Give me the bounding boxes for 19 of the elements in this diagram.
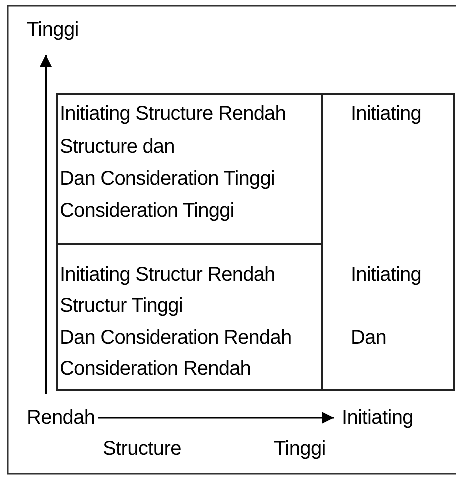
cell-text: Initiating Structur Rendah bbox=[60, 265, 276, 285]
axis-label: Initiating bbox=[342, 408, 414, 428]
cell-text: Dan bbox=[351, 328, 386, 348]
cell-text: Consideration Tinggi bbox=[60, 201, 234, 221]
quadrant-cell bbox=[56, 93, 323, 245]
cell-text: Consideration Rendah bbox=[60, 359, 252, 379]
cell-text: Structure dan bbox=[60, 137, 175, 157]
cell-text: Initiating bbox=[351, 104, 422, 124]
quadrant-cell bbox=[321, 93, 455, 391]
cell-text: Initiating Structure Rendah bbox=[60, 104, 286, 124]
cell-text: Structur Tinggi bbox=[60, 296, 183, 316]
cell-text: Dan Consideration Rendah bbox=[60, 328, 292, 348]
axis-label: Structure bbox=[103, 439, 182, 459]
cell-text: Dan Consideration Tinggi bbox=[60, 169, 275, 189]
quadrant-cell bbox=[56, 243, 323, 391]
axis-label: Tinggi bbox=[274, 439, 326, 459]
cell-text: Initiating bbox=[351, 265, 422, 285]
axis-label: Rendah bbox=[27, 408, 96, 428]
axis-label: Tinggi bbox=[27, 20, 79, 40]
